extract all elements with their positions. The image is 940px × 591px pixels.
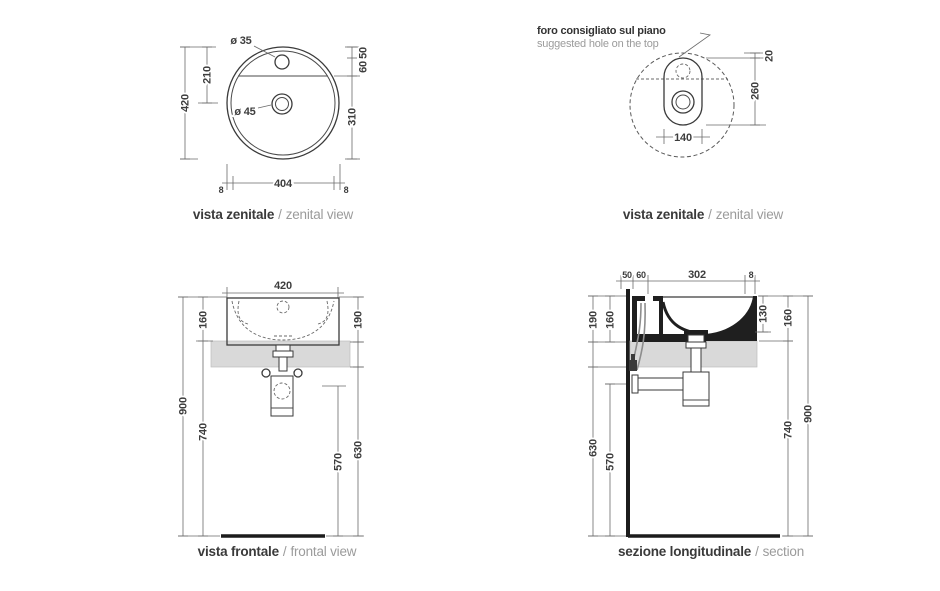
- leader-line: [253, 45, 276, 58]
- panel-section: 50 60 302 8: [586, 267, 817, 559]
- dim-50: 50: [622, 270, 632, 280]
- dim-404: 404: [274, 178, 293, 190]
- dim-60: 60: [358, 61, 370, 73]
- dim-570: 570: [605, 453, 617, 471]
- supply-hose: [636, 302, 646, 371]
- drain-nut: [272, 350, 294, 358]
- drain-pipe: [690, 347, 702, 373]
- fixing-hole-right: [293, 368, 303, 378]
- waste-pipe-flange: [631, 374, 639, 394]
- dim-160-right: 160: [783, 309, 795, 327]
- dim-140: 140: [674, 132, 692, 144]
- faucet-hole: [274, 54, 290, 70]
- dim-900: 900: [803, 405, 815, 423]
- dim-190: 190: [353, 311, 365, 329]
- note-english: suggested hole on the top: [537, 38, 659, 50]
- basin-outline-dashed: [629, 52, 735, 158]
- dim-faucet-dia: ø 35: [230, 35, 251, 47]
- dim-740: 740: [783, 421, 795, 439]
- drain-tailpiece: [275, 344, 291, 352]
- dim-420: 420: [180, 94, 192, 112]
- faucet-hole-hidden: [276, 300, 290, 314]
- leader-line: [257, 104, 272, 109]
- dim-8-left: 8: [219, 185, 224, 195]
- caption-section: sezione longitudinale/section: [618, 544, 804, 559]
- drain-hole-inner: [675, 94, 691, 110]
- dim-20: 20: [764, 50, 776, 62]
- note-italian: foro consigliato sul piano: [537, 25, 666, 37]
- leader-line: [678, 32, 711, 58]
- basin-front-outline: [226, 297, 340, 346]
- dim-50: 50: [358, 47, 370, 59]
- shutoff-valve: [629, 360, 637, 371]
- dim-160: 160: [198, 311, 210, 329]
- caption-zenital-left: vista zenitale/zenital view: [193, 207, 354, 222]
- dim-260: 260: [750, 82, 762, 100]
- dim-130: 130: [758, 305, 770, 323]
- siphon-cleanout: [273, 382, 291, 400]
- drain-tailpiece: [687, 334, 705, 343]
- dim-630: 630: [353, 441, 365, 459]
- bowl-hidden-curve: [231, 300, 335, 341]
- dim-740: 740: [198, 423, 210, 441]
- basin-outer-rim: [226, 46, 340, 160]
- dim-630: 630: [588, 439, 600, 457]
- caption-frontal: vista frontale/frontal view: [198, 544, 357, 559]
- dim-60: 60: [636, 270, 646, 280]
- dim-900: 900: [178, 397, 190, 415]
- dim-drain-dia: ø 45: [234, 106, 255, 118]
- dim-210: 210: [202, 66, 214, 84]
- siphon-body: [682, 371, 710, 407]
- drain-hole-inner: [275, 97, 289, 111]
- panel-zenital-right: foro consigliato sul piano suggested hol…: [537, 25, 784, 222]
- drain-nut: [685, 341, 707, 349]
- drain-hole-outer: [271, 93, 293, 115]
- dim-8: 8: [749, 270, 754, 280]
- fixing-hole-left: [261, 368, 271, 378]
- panel-frontal: 420 900 160 740: [176, 278, 367, 559]
- dim-570: 570: [333, 453, 345, 471]
- drain-hole-outer: [671, 90, 695, 114]
- siphon-body: [270, 375, 294, 417]
- dim-160-left: 160: [605, 311, 617, 329]
- panel-zenital-left: ø 35 ø 45 420 210 50 60 310 404 8 8: [178, 33, 372, 222]
- valve-stem: [631, 354, 635, 360]
- dim-420-width: 420: [274, 280, 292, 292]
- suggested-hole-outline: [663, 57, 703, 126]
- dim-310: 310: [347, 108, 359, 126]
- dim-190: 190: [588, 311, 600, 329]
- dim-302: 302: [688, 269, 706, 281]
- waste-pipe-horizontal: [636, 377, 684, 391]
- basin-inner-rim: [230, 50, 336, 156]
- drain-pipe: [278, 356, 288, 372]
- drain-flange: [684, 330, 708, 335]
- caption-zenital-right: vista zenitale/zenital view: [623, 207, 784, 222]
- dim-8-right: 8: [344, 185, 349, 195]
- faucet-hole-dashed: [675, 63, 691, 79]
